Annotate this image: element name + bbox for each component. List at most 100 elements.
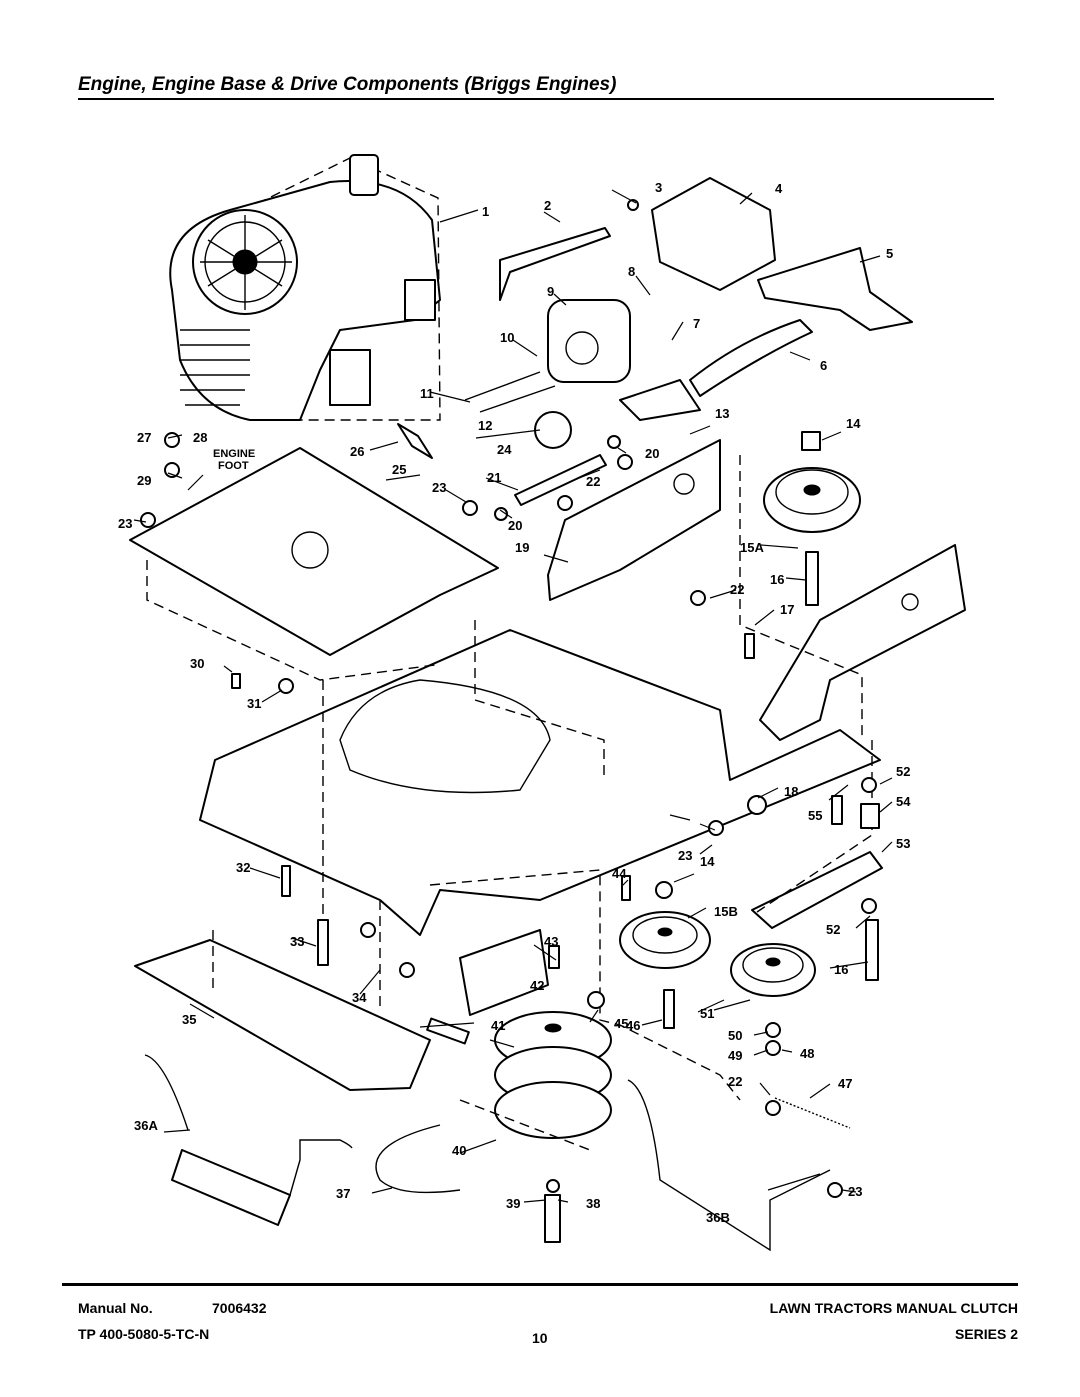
bolt-16-lower xyxy=(865,919,879,981)
idler-arm-53 xyxy=(751,851,883,929)
heat-shield-4 xyxy=(651,177,776,291)
hardware-nuts xyxy=(140,199,880,1198)
callout-17: 17 xyxy=(780,602,794,617)
series-label: SERIES 2 xyxy=(954,1326,1018,1342)
callout-20a: 20 xyxy=(645,446,659,461)
callout-22a: 22 xyxy=(586,474,600,489)
callout-33: 33 xyxy=(290,934,304,949)
bolt-16 xyxy=(805,551,819,606)
main-frame xyxy=(199,629,881,936)
callout-10: 10 xyxy=(500,330,514,345)
callout-23b: 23 xyxy=(118,516,132,531)
callout-2: 2 xyxy=(544,198,551,213)
callout-34: 34 xyxy=(352,990,367,1005)
double-pulley-40 xyxy=(494,1011,612,1139)
callout-16: 16 xyxy=(770,572,784,587)
manual-label: Manual No. xyxy=(78,1300,153,1316)
callout-24: 24 xyxy=(497,442,512,457)
callout-36a: 36A xyxy=(134,1118,158,1133)
callout-44: 44 xyxy=(612,866,627,881)
belt-guide-37 xyxy=(375,1124,461,1194)
callout-36b: 36B xyxy=(706,1210,730,1225)
callout-labels: 1 2 3 4 5 6 7 8 9 10 11 12 13 14 15A 16 … xyxy=(118,180,911,1225)
callout-46: 46 xyxy=(626,1018,640,1033)
callout-49: 49 xyxy=(728,1048,742,1063)
callout-30: 30 xyxy=(190,656,204,671)
callout-16b: 16 xyxy=(834,962,848,977)
plate-35 xyxy=(134,939,431,1091)
engine-foot-label-line1: ENGINE xyxy=(213,448,255,460)
callout-53: 53 xyxy=(896,836,910,851)
callout-5: 5 xyxy=(886,246,893,261)
pulley-51 xyxy=(730,943,816,997)
callout-11: 11 xyxy=(420,386,434,401)
callout-15a: 15A xyxy=(740,540,764,555)
callout-54: 54 xyxy=(896,794,911,809)
callout-25: 25 xyxy=(392,462,406,477)
rod-21 xyxy=(514,454,607,506)
callout-29: 29 xyxy=(137,473,151,488)
pulley-15a xyxy=(763,467,861,533)
bolt-38 xyxy=(544,1194,561,1243)
callout-13: 13 xyxy=(715,406,729,421)
callout-52b: 52 xyxy=(826,922,840,937)
callout-47: 47 xyxy=(838,1076,852,1091)
leader-lines xyxy=(133,189,893,1203)
callout-22b: 22 xyxy=(730,582,744,597)
bracket-5 xyxy=(757,247,913,331)
tp-number: TP 400-5080-5-TC-N xyxy=(78,1326,210,1342)
callout-41: 41 xyxy=(491,1018,505,1033)
callout-22c: 22 xyxy=(728,1074,742,1089)
engine-assembly xyxy=(169,154,441,421)
callout-23d: 23 xyxy=(848,1184,862,1199)
callout-20b: 20 xyxy=(508,518,522,533)
callout-52a: 52 xyxy=(896,764,910,779)
bracket-42 xyxy=(459,929,549,1016)
callout-31: 31 xyxy=(247,696,261,711)
engine-foot-label-line2: FOOT xyxy=(218,460,249,472)
callout-1: 1 xyxy=(482,204,489,219)
bracket-19 xyxy=(547,439,721,601)
callout-18: 18 xyxy=(784,784,798,799)
pulley-15b xyxy=(619,911,711,969)
callout-7: 7 xyxy=(693,316,700,331)
callout-39: 39 xyxy=(506,1196,520,1211)
page-title: Engine, Engine Base & Drive Components (… xyxy=(78,74,617,95)
callout-14: 14 xyxy=(846,416,861,431)
callout-42: 42 xyxy=(530,978,544,993)
muffler-9 xyxy=(547,299,631,383)
spring-47 xyxy=(774,1097,851,1129)
callout-4: 4 xyxy=(775,181,783,196)
parts-diagram: ENGINE FOOT 1 2 3 4 5 6 7 8 9 10 11 12 1… xyxy=(118,154,966,1252)
spacer-14 xyxy=(801,431,821,451)
title-rule xyxy=(78,98,994,100)
callout-23c: 23 xyxy=(678,848,692,863)
callout-35: 35 xyxy=(182,1012,196,1027)
callout-28: 28 xyxy=(193,430,207,445)
callout-6: 6 xyxy=(820,358,827,373)
engine-base-25 xyxy=(129,447,499,656)
callout-38: 38 xyxy=(586,1196,600,1211)
callout-14b: 14 xyxy=(700,854,715,869)
rod-36b xyxy=(627,1079,831,1252)
callout-21: 21 xyxy=(487,470,501,485)
callout-55: 55 xyxy=(808,808,822,823)
callout-40: 40 xyxy=(452,1143,466,1158)
callout-9: 9 xyxy=(547,284,554,299)
callout-19: 19 xyxy=(515,540,529,555)
callout-23a: 23 xyxy=(432,480,446,495)
callout-50: 50 xyxy=(728,1028,742,1043)
callout-15b: 15B xyxy=(714,904,738,919)
callout-45: 45 xyxy=(614,1016,628,1031)
callout-26: 26 xyxy=(350,444,364,459)
bracket-2 xyxy=(499,227,611,301)
bolt-11 xyxy=(464,371,556,413)
callout-48: 48 xyxy=(800,1046,814,1061)
callout-12: 12 xyxy=(478,418,492,433)
callout-43: 43 xyxy=(544,934,558,949)
frame-rail-right xyxy=(759,544,966,741)
callout-8: 8 xyxy=(628,264,635,279)
callout-37: 37 xyxy=(336,1186,350,1201)
callout-32: 32 xyxy=(236,860,250,875)
page-number: 10 xyxy=(532,1330,548,1346)
